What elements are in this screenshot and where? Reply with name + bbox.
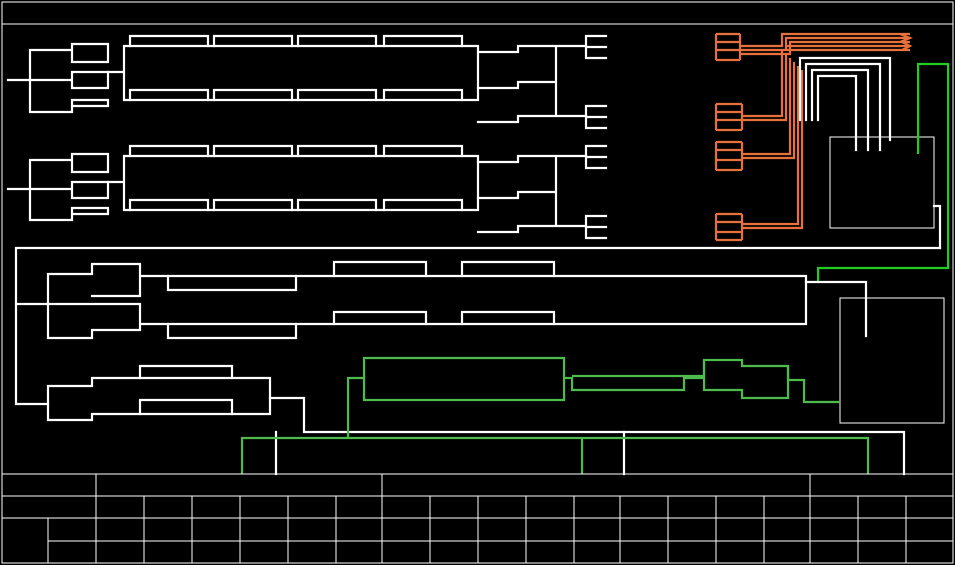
component-box-2 — [839, 297, 945, 424]
main-loop — [14, 246, 945, 424]
title-block — [2, 473, 953, 563]
orange-bus — [714, 32, 913, 242]
component-box-1 — [829, 136, 935, 229]
green-network — [240, 356, 870, 474]
tree-network-1 — [6, 34, 608, 130]
right-feeders — [798, 56, 942, 250]
lower-left-block — [46, 364, 906, 476]
green-link — [816, 62, 950, 282]
tree-network-2 — [6, 144, 608, 240]
